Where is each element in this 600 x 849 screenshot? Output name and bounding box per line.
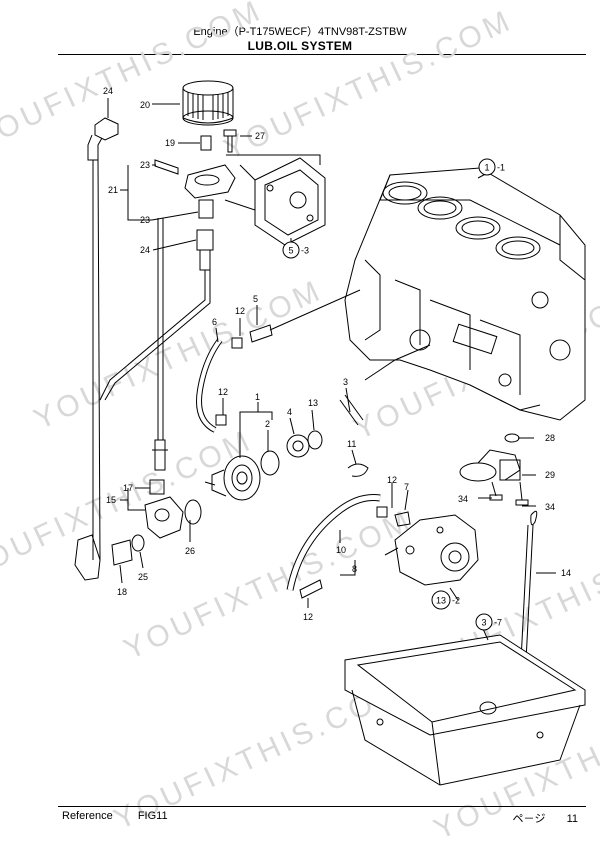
label-34: 34	[545, 502, 555, 512]
svg-text:YOUFIXTHIS.COM: YOUFIXTHIS.COM	[219, 4, 518, 167]
reference-label: Reference	[62, 810, 113, 822]
fitting-23-lower	[198, 199, 214, 219]
label-24: 24	[140, 245, 150, 255]
oil-strainer	[459, 449, 521, 482]
adapter-15	[144, 479, 184, 539]
label-23: 23	[140, 215, 150, 225]
label-11: 11	[347, 439, 356, 449]
label-12: 12	[218, 387, 228, 397]
svg-text:-1: -1	[497, 163, 505, 173]
svg-text:YOUFIXTHIS.COM: YOUFIXTHIS.COM	[29, 274, 328, 437]
oil-pan	[344, 634, 586, 786]
hose-fitting	[196, 229, 214, 251]
callout-3-7: 3 -7	[475, 613, 502, 631]
engine-title: Engine（P-T175WECF）4TNV98T-ZSTBW	[193, 26, 407, 38]
label-23: 23	[140, 160, 150, 170]
cylinder-block	[344, 167, 586, 421]
footer-page: ペ－ジ 11	[495, 810, 578, 826]
stud	[200, 135, 212, 151]
oil-pipe-middle	[157, 218, 164, 440]
svg-text:YOUFIXTHIS.COM: YOUFIXTHIS.COM	[0, 424, 258, 587]
label-27: 27	[255, 131, 265, 141]
label-8: 8	[352, 564, 357, 574]
label-12: 12	[235, 306, 245, 316]
svg-text:-3: -3	[301, 246, 309, 256]
callout-5-3: 5 -3	[282, 241, 309, 259]
oil-filter	[182, 80, 234, 126]
label-25: 25	[138, 572, 148, 582]
bolt-18	[111, 539, 133, 566]
label-5: 5	[253, 294, 258, 304]
label-21: 21	[108, 185, 118, 195]
svg-text:-7: -7	[494, 618, 502, 628]
dipstick-handle	[530, 510, 538, 526]
filter-head	[184, 164, 236, 199]
label-28: 28	[545, 433, 555, 443]
svg-text:-2: -2	[452, 596, 460, 606]
label-15: 15	[106, 495, 116, 505]
label-17: 17	[123, 483, 133, 493]
oil-cooler	[204, 455, 261, 501]
label-2: 2	[265, 419, 270, 429]
fitting-lower	[152, 439, 168, 471]
clip-11	[347, 463, 369, 477]
o-ring-13	[307, 430, 323, 450]
label-18: 18	[117, 587, 127, 597]
label-14: 14	[561, 568, 571, 578]
label-12: 12	[303, 612, 313, 622]
connector-5	[249, 324, 273, 343]
page-number: 11	[566, 813, 578, 825]
header-rule	[58, 54, 586, 55]
label-10: 10	[336, 545, 346, 555]
label-20: 20	[140, 100, 150, 110]
svg-text:3: 3	[481, 618, 486, 628]
elbow-7	[394, 511, 411, 527]
oil-pump	[384, 514, 479, 586]
label-4: 4	[287, 407, 292, 417]
svg-text:13: 13	[436, 596, 446, 606]
footer-reference: Reference FIG11	[62, 810, 190, 822]
figure-id: FIG11	[137, 810, 168, 822]
label-24: 24	[103, 86, 113, 96]
bolt	[223, 129, 237, 153]
hose-elbow-lower	[74, 534, 101, 581]
gasket-26	[184, 499, 202, 525]
label-7: 7	[404, 482, 409, 492]
label-26: 26	[185, 546, 195, 556]
label-3: 3	[343, 377, 348, 387]
page-header: Engine（P-T175WECF）4TNV98T-ZSTBW LUB.OIL …	[0, 26, 600, 53]
svg-text:1: 1	[484, 163, 489, 173]
fitting-23-upper	[154, 159, 179, 175]
label-29: 29	[545, 470, 555, 480]
label-19: 19	[165, 138, 175, 148]
page-label: ペ－ジ	[512, 813, 546, 825]
label-12: 12	[387, 475, 397, 485]
washer-25	[131, 534, 145, 552]
callout-1-1: 1 -1	[478, 158, 505, 176]
label-13: 13	[308, 398, 318, 408]
union-4	[286, 434, 310, 458]
system-title: LUB.OIL SYSTEM	[247, 39, 353, 53]
o-ring-2	[260, 450, 280, 476]
oil-cooler-cover	[254, 157, 326, 246]
footer-rule	[58, 806, 586, 807]
label-34: 34	[458, 494, 468, 504]
label-6: 6	[212, 317, 217, 327]
svg-text:5: 5	[288, 246, 293, 256]
callout-13-2: 13 -2	[431, 590, 460, 610]
label-1: 1	[255, 392, 260, 402]
o-ring-28	[504, 433, 520, 443]
hose-elbow-upper	[94, 117, 119, 141]
